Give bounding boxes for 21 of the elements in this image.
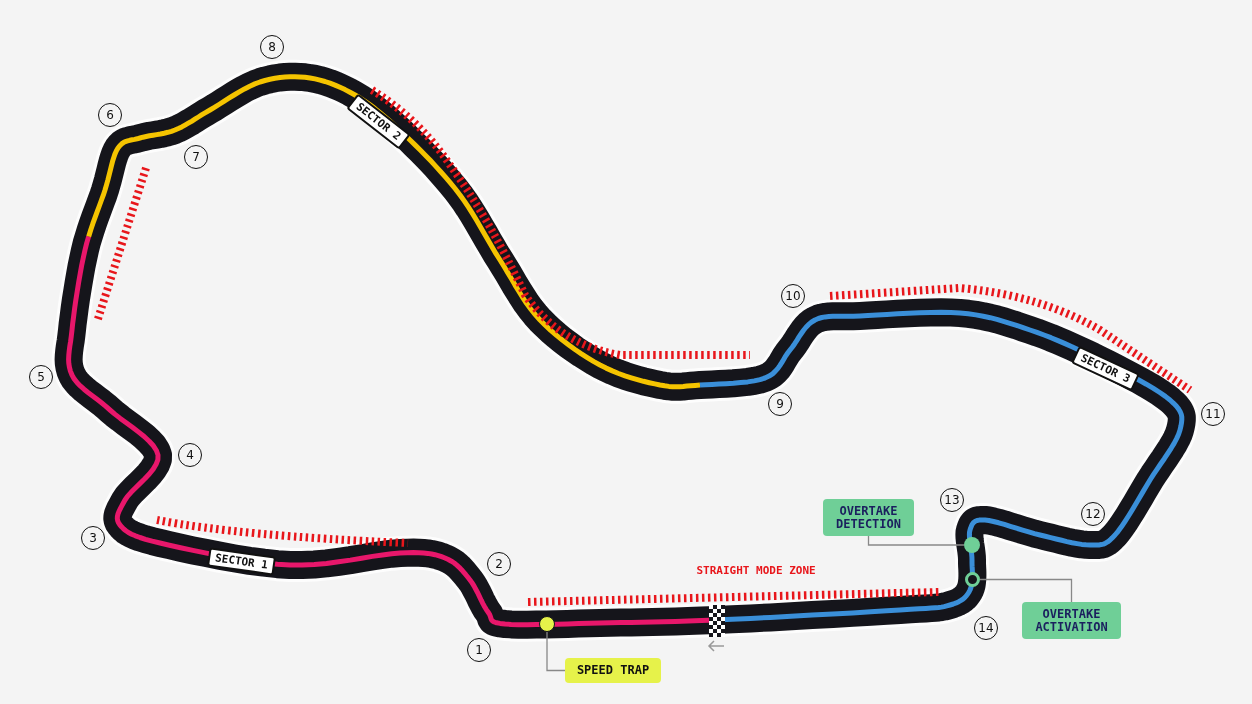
turn-number: 1 (467, 638, 491, 662)
speed-trap-tag: SPEED TRAP (565, 658, 661, 683)
turn-number: 11 (1201, 402, 1225, 426)
turn-number: 4 (178, 443, 202, 467)
turn-number: 12 (1081, 502, 1105, 526)
turn-number: 9 (768, 392, 792, 416)
turn-number: 7 (184, 145, 208, 169)
turn-number: 5 (29, 365, 53, 389)
overtake-tag: OVERTAKE ACTIVATION (1022, 602, 1121, 639)
turn-number: 13 (940, 488, 964, 512)
turn-number: 2 (487, 552, 511, 576)
overtake-tag: OVERTAKE DETECTION (823, 499, 914, 536)
turn-number: 3 (81, 526, 105, 550)
turn-number: 6 (98, 103, 122, 127)
leader-line (546, 631, 566, 672)
turn-number: 8 (260, 35, 284, 59)
zone-label: STRAIGHT MODE ZONE (696, 563, 816, 577)
turn-number: 14 (974, 616, 998, 640)
leader-line (867, 535, 965, 546)
turn-number: 10 (781, 284, 805, 308)
leader-line (979, 578, 1073, 603)
